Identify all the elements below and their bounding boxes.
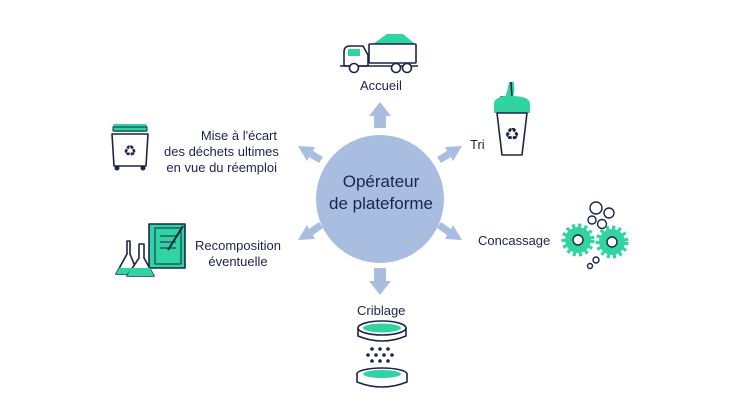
arrow-lower-right	[437, 222, 462, 240]
mise-a-lecart-line-3: en vue du réemploi	[166, 160, 277, 175]
arrow-upper-left	[298, 146, 323, 163]
step-label-accueil: Accueil	[360, 78, 402, 93]
sorting-bin-icon: ♻	[494, 81, 530, 156]
arrow-upper-right	[437, 146, 462, 163]
svg-text:♻: ♻	[123, 142, 136, 160]
center-circle	[316, 135, 444, 263]
recomposition-line-1: Recomposition	[195, 238, 281, 253]
center-label-line-2: de plateforme	[329, 194, 433, 213]
svg-text:♻: ♻	[504, 125, 519, 145]
step-label-recomposition: Recomposition éventuelle	[192, 238, 284, 270]
lab-flasks-icon	[115, 223, 186, 277]
sieve-icon	[356, 320, 408, 388]
mise-a-lecart-line-1: Mise à l'écart	[200, 128, 277, 143]
step-label-criblage: Criblage	[357, 303, 406, 318]
recomposition-line-2: éventuelle	[208, 254, 268, 269]
center-label: Opérateur de plateforme	[298, 171, 464, 215]
step-label-mise-a-lecart: Mise à l'écart des déchets ultimes en vu…	[164, 128, 279, 176]
step-label-tri: Tri	[470, 137, 485, 152]
arrow-lower-left	[298, 222, 323, 240]
gears-icon	[561, 201, 629, 270]
recycling-bin-icon: ♻	[111, 124, 149, 171]
center-label-line-1: Opérateur	[342, 172, 420, 191]
mise-a-lecart-line-2: des déchets ultimes	[164, 144, 279, 159]
arrow-down	[369, 268, 391, 295]
arrow-up	[369, 102, 391, 128]
truck-icon	[340, 34, 418, 74]
step-label-concassage: Concassage	[478, 233, 551, 248]
